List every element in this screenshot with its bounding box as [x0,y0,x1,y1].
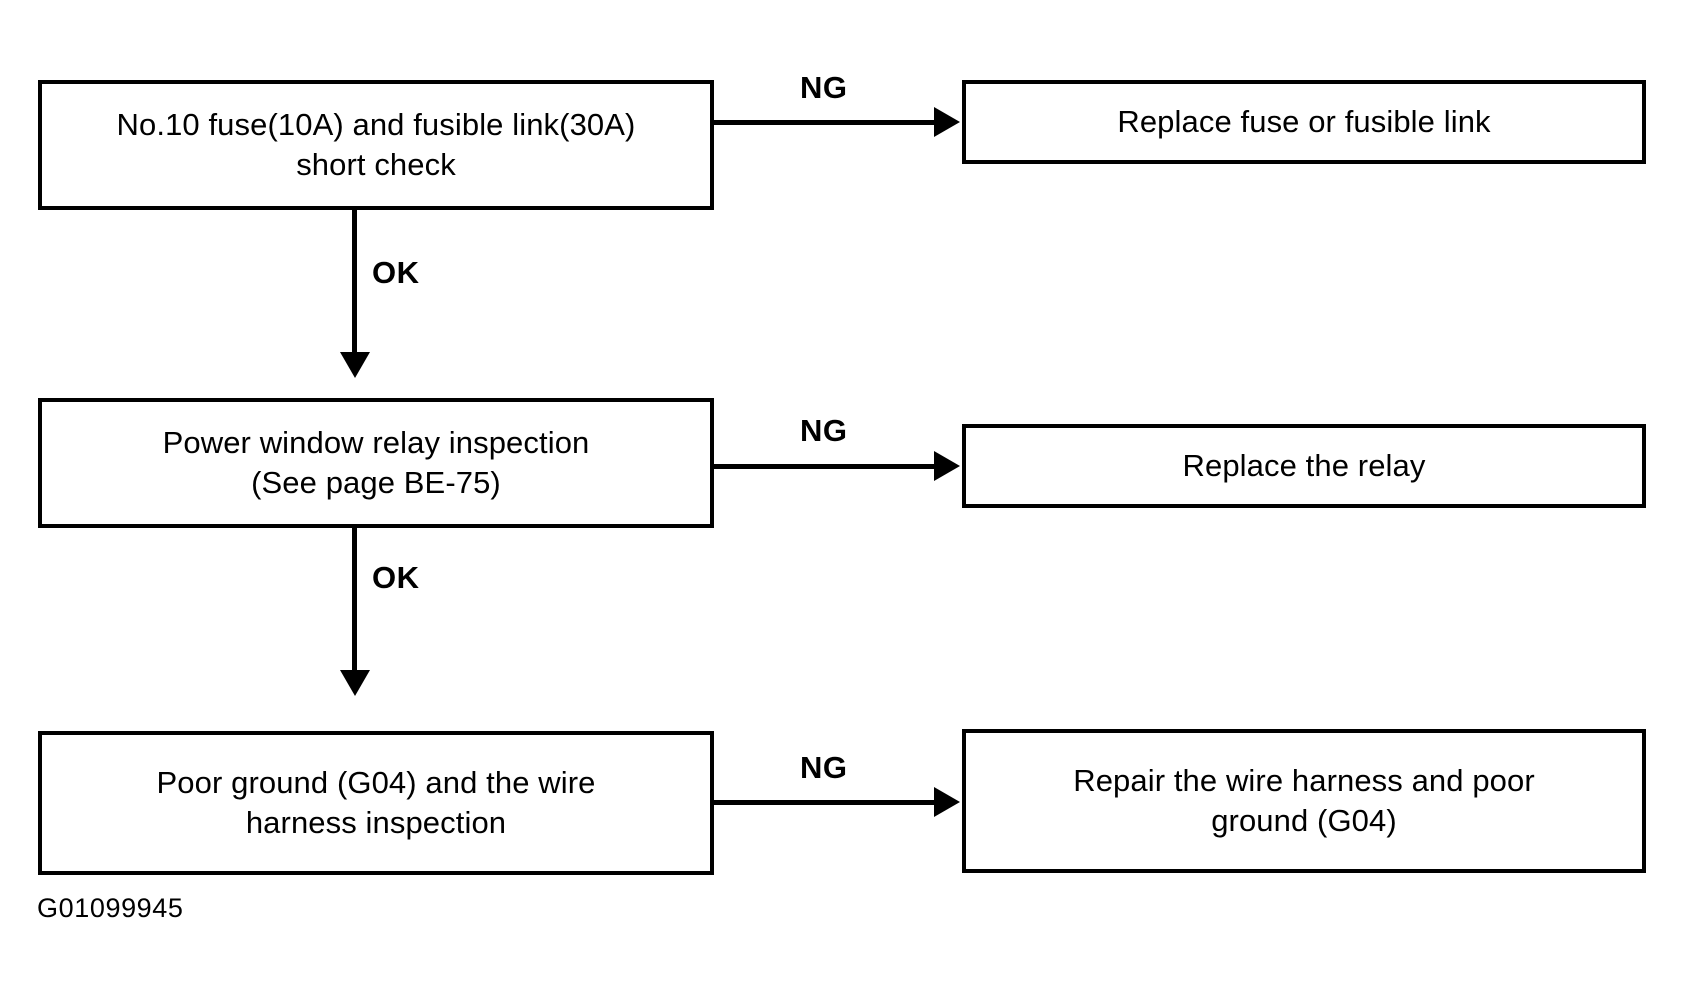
connector-ok1-line [352,210,357,358]
node-fuse-check-text: No.10 fuse(10A) and fusible link(30A) sh… [52,105,700,184]
node-ground-check-text: Poor ground (G04) and the wire harness i… [52,763,700,842]
figure-id-caption: G01099945 [37,893,184,923]
node-ground-check: Poor ground (G04) and the wire harness i… [38,731,714,875]
node-fuse-check: No.10 fuse(10A) and fusible link(30A) sh… [38,80,714,210]
connector-ng1-line [712,120,934,125]
connector-ng3-line [712,800,934,805]
node-fuse-check-line2: short check [296,147,456,182]
node-repair-harness-line2: ground (G04) [1211,803,1397,838]
arrowhead-right-icon [934,107,960,137]
node-replace-relay: Replace the relay [962,424,1646,508]
node-fuse-check-line1: No.10 fuse(10A) and fusible link(30A) [116,107,636,143]
arrowhead-right-icon [934,787,960,817]
node-repair-harness: Repair the wire harness and poor ground … [962,729,1646,873]
node-ground-check-line1: Poor ground (G04) and the wire [156,765,596,801]
edge-label-ng1: NG [800,70,848,105]
edge-label-ok2: OK [372,560,420,595]
node-replace-relay-text: Replace the relay [1182,448,1426,484]
edge-label-ok1: OK [372,255,420,290]
arrowhead-right-icon [934,451,960,481]
node-repair-harness-line1: Repair the wire harness and poor [1073,763,1535,799]
node-relay-check-line1: Power window relay inspection [162,425,590,461]
connector-ng2-line [712,464,934,469]
node-relay-check: Power window relay inspection (See page … [38,398,714,528]
node-relay-check-text: Power window relay inspection (See page … [52,423,700,502]
arrowhead-down-icon [340,670,370,696]
node-ground-check-line2: harness inspection [245,805,507,840]
arrowhead-down-icon [340,352,370,378]
edge-label-ng2: NG [800,413,848,448]
node-replace-fuse: Replace fuse or fusible link [962,80,1646,164]
node-replace-fuse-text: Replace fuse or fusible link [1117,104,1491,140]
node-relay-check-line2: (See page BE-75) [251,465,501,500]
connector-ok2-line [352,528,357,676]
node-repair-harness-text: Repair the wire harness and poor ground … [976,761,1632,840]
edge-label-ng3: NG [800,750,848,785]
